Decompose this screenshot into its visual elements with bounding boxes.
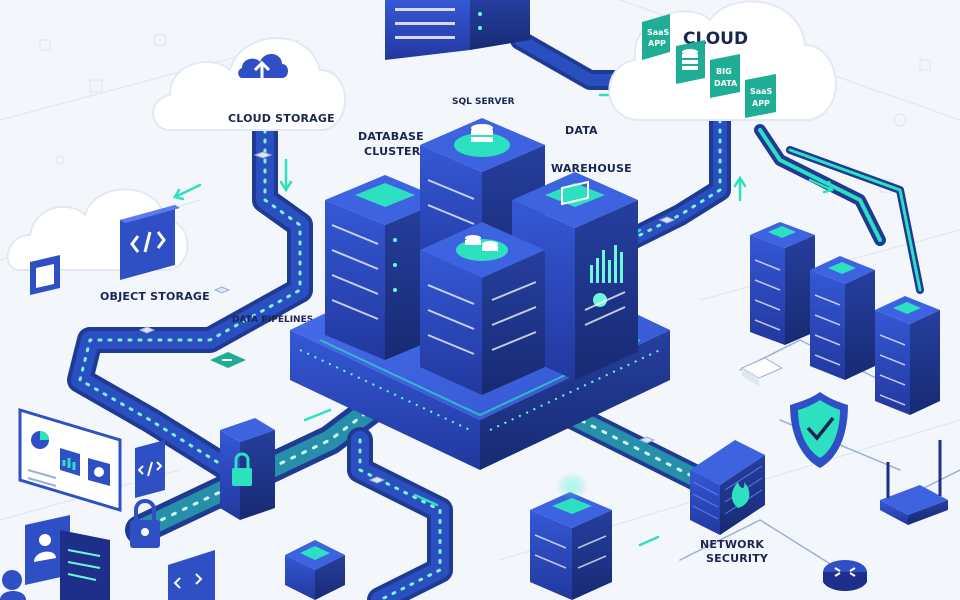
network-switch	[740, 357, 784, 386]
flame-icon	[731, 482, 750, 508]
firewall: NETWORK SECURITY	[690, 440, 769, 565]
mini-device	[210, 352, 246, 368]
code-icon	[130, 231, 166, 253]
svg-text:BIG: BIG	[716, 67, 732, 76]
code-icon	[173, 573, 203, 589]
sql-server-top: SQL SERVER	[385, 0, 530, 107]
shield-check-icon	[790, 392, 848, 468]
svg-text:APP: APP	[752, 99, 770, 108]
data-pipelines-label: DATA PIPELINES	[232, 315, 313, 325]
object-storage-label: OBJECT STORAGE	[100, 290, 210, 303]
folder-icon	[30, 255, 60, 295]
code-card	[135, 440, 165, 498]
data-warehouse-label-2: WAREHOUSE	[551, 162, 632, 175]
wifi-router-icon	[880, 440, 948, 525]
cloud-upload-icon	[238, 53, 288, 82]
data-warehouse-label-1: DATA	[565, 124, 598, 137]
network-security-label-1: NETWORK	[700, 538, 764, 551]
server-rack-1	[750, 222, 815, 345]
cloud-storage: CLOUD STORAGE	[152, 37, 347, 131]
code-panel	[120, 205, 180, 280]
bottom-small-server	[285, 540, 345, 600]
server-rack-2	[810, 256, 875, 380]
database-icon	[682, 49, 698, 70]
front-server-tower	[420, 222, 545, 395]
svg-text:APP: APP	[648, 39, 666, 48]
cloud-storage-label: CLOUD STORAGE	[228, 112, 335, 125]
database-cluster-label-1: DATABASE	[358, 130, 424, 143]
database-icon	[471, 124, 493, 142]
chart-icon	[590, 245, 623, 307]
database-tile	[676, 40, 705, 84]
bottom-server-tower	[530, 472, 612, 600]
svg-text:SaaS: SaaS	[647, 28, 670, 37]
monitor-icon	[561, 180, 589, 206]
code-icon	[137, 461, 163, 477]
svg-text:SaaS: SaaS	[750, 87, 773, 96]
lock-icon	[130, 499, 160, 548]
saas-app-tile-2: SaaS APP	[745, 74, 776, 118]
saas-app-tile-1: SaaS APP	[642, 14, 670, 60]
terminal-card	[168, 550, 215, 600]
dashboard-monitor	[18, 407, 122, 513]
security-gate	[220, 418, 275, 520]
network-security-label-2: SECURITY	[706, 552, 769, 565]
user-profile-panel	[25, 515, 110, 600]
router-icon	[823, 560, 867, 591]
user-icon	[34, 534, 56, 562]
data-packets	[138, 151, 676, 484]
right-server-racks	[750, 222, 940, 415]
cloud: CLOUD SaaS APP BIG DATA SaaS APP	[608, 0, 837, 121]
server-rack-3	[875, 296, 940, 415]
database-cluster-tower: DATABASE CLUSTER	[325, 130, 445, 360]
database-icon	[465, 235, 498, 251]
user-icon	[0, 570, 26, 600]
svg-text:DATA: DATA	[714, 79, 738, 88]
sql-server-label: SQL SERVER	[452, 97, 515, 107]
chart-icon	[31, 431, 110, 486]
object-storage: OBJECT STORAGE DATA PIPELINES	[6, 188, 313, 325]
lock-icon	[232, 452, 252, 486]
data-pipelines	[67, 30, 960, 600]
database-cluster-label-2: CLUSTER	[364, 145, 421, 158]
big-data-tile: BIG DATA	[710, 54, 740, 98]
